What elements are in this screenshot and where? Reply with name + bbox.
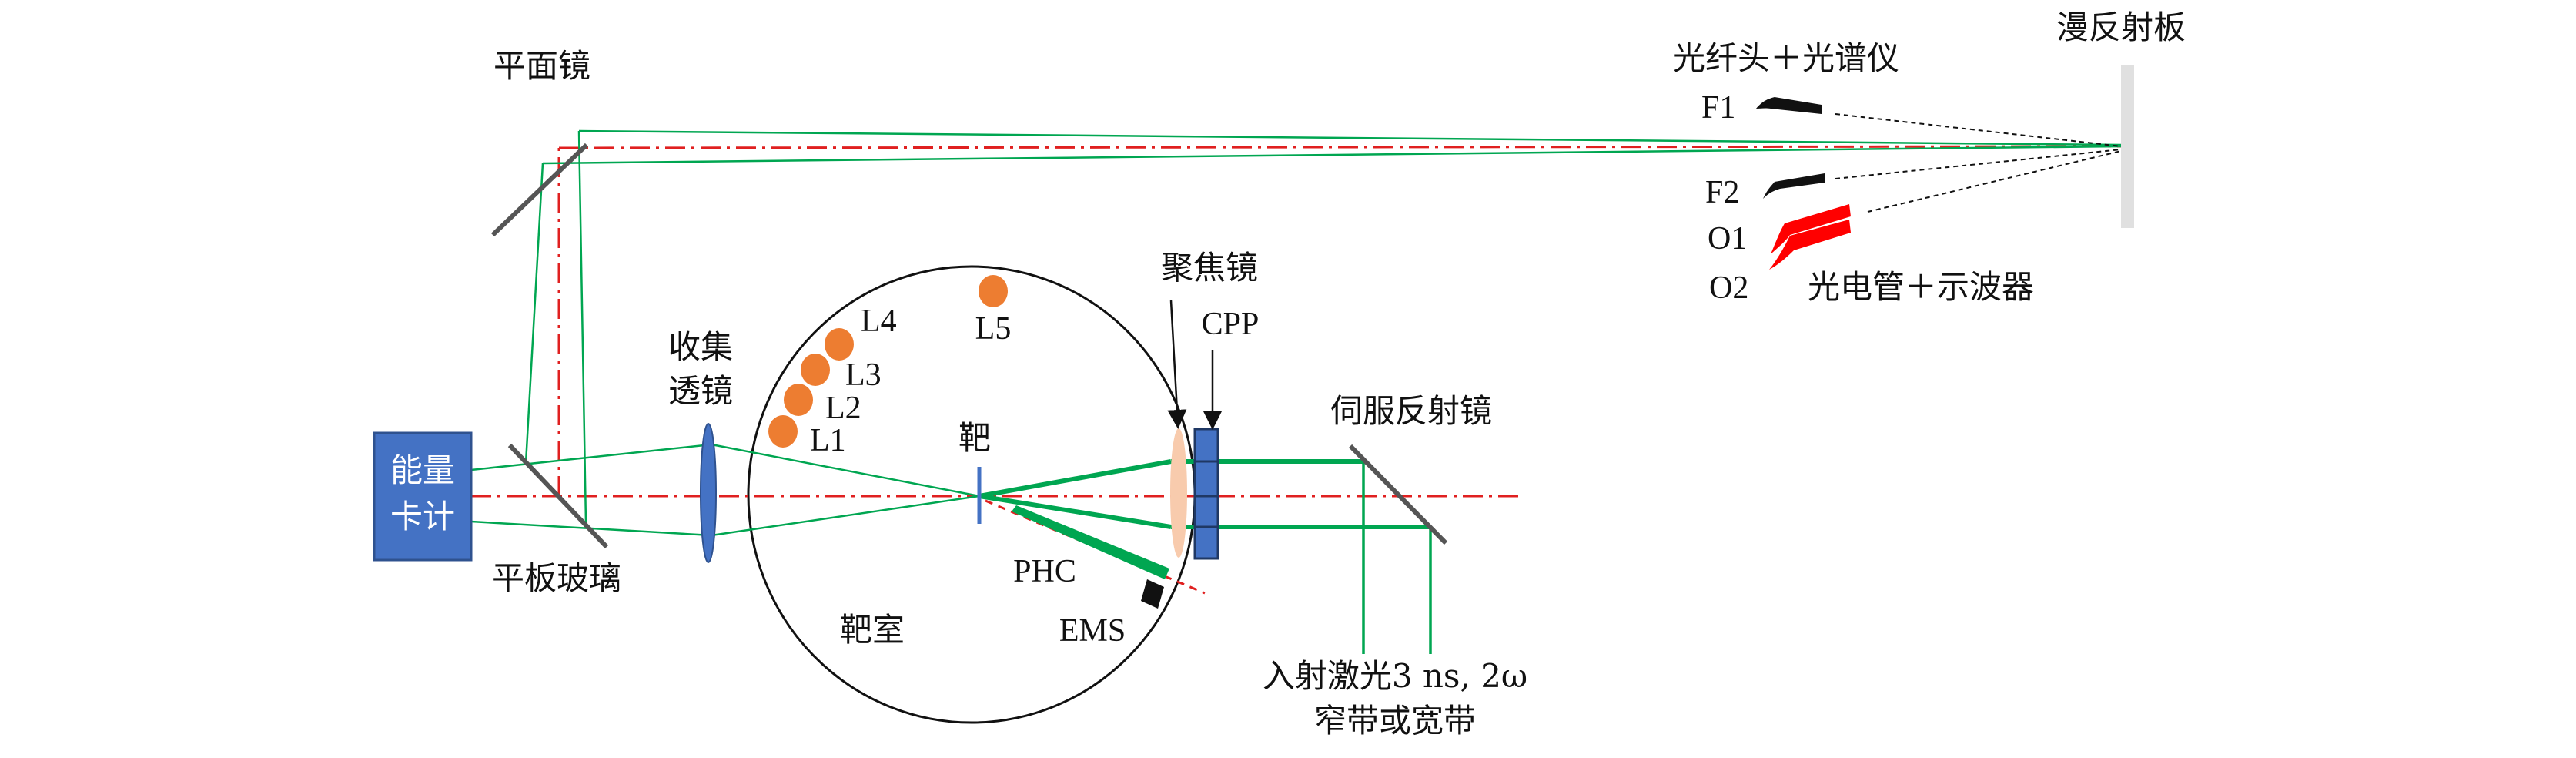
label-target-chamber: 靶室 (840, 611, 905, 649)
light-sensors (768, 275, 1008, 448)
label-o1: O1 (1708, 221, 1747, 257)
focus-lens-arrow (1167, 300, 1187, 429)
fiber-probe-f1 (1756, 97, 1822, 114)
energy-meter-label-1: 能量 (390, 451, 455, 489)
phototube-o1 (1771, 204, 1851, 254)
label-ems: EMS (1059, 613, 1126, 649)
detection-paths (1835, 113, 2122, 213)
label-band-type: 窄带或宽带 (1314, 702, 1476, 740)
label-cpp: CPP (1202, 307, 1260, 342)
label-focus-lens: 聚焦镜 (1161, 249, 1258, 287)
collection-lens (700, 423, 717, 563)
label-f1: F1 (1701, 90, 1735, 126)
cpp-dividers (1195, 460, 1218, 528)
diagnostic-beams (470, 129, 2122, 537)
energy-meter-label-2: 卡计 (390, 498, 455, 535)
label-target: 靶 (958, 419, 991, 457)
label-collection-lens-1: 收集 (668, 328, 733, 366)
label-fiber-spectrometer: 光纤头＋光谱仪 (1673, 39, 1899, 77)
label-phc: PHC (1013, 554, 1076, 589)
focus-lens (1170, 428, 1187, 558)
phototube-o2 (1769, 220, 1851, 270)
sensor-l1 (768, 415, 798, 448)
phc-pinhole-camera (1012, 505, 1169, 579)
label-flat-mirror: 平面镜 (493, 47, 590, 85)
flat-mirror (490, 143, 589, 237)
energy-meter (373, 431, 473, 562)
label-l4: L4 (861, 304, 897, 339)
fiber-probe-f2 (1763, 173, 1825, 199)
cpp-plate (1193, 428, 1219, 560)
sensor-l4 (825, 328, 854, 361)
label-collection-lens-2: 透镜 (668, 372, 733, 410)
label-l2: L2 (825, 391, 861, 426)
label-o2: O2 (1709, 270, 1748, 306)
label-l3: L3 (845, 357, 882, 393)
label-plate-glass: 平板玻璃 (492, 559, 621, 597)
sensor-l2 (784, 384, 813, 416)
label-servo-mirror: 伺服反射镜 (1330, 392, 1492, 430)
label-l5: L5 (975, 311, 1012, 347)
label-diffuse-plate: 漫反射板 (2056, 8, 2186, 46)
ems-spectrometer (1141, 579, 1164, 609)
alignment-axis (471, 145, 2122, 595)
sensor-l5 (979, 275, 1008, 307)
label-phototube-oscilloscope: 光电管＋示波器 (1808, 268, 2034, 306)
label-incident-laser: 入射激光3 ns, 2ω (1263, 657, 1527, 695)
diffuse-plate (2121, 65, 2134, 228)
sensor-l3 (801, 354, 830, 386)
plate-glass (507, 443, 609, 549)
servo-mirror (1348, 444, 1448, 545)
label-l1: L1 (810, 423, 846, 458)
phototubes (1769, 204, 1851, 270)
label-f2: F2 (1705, 175, 1739, 210)
